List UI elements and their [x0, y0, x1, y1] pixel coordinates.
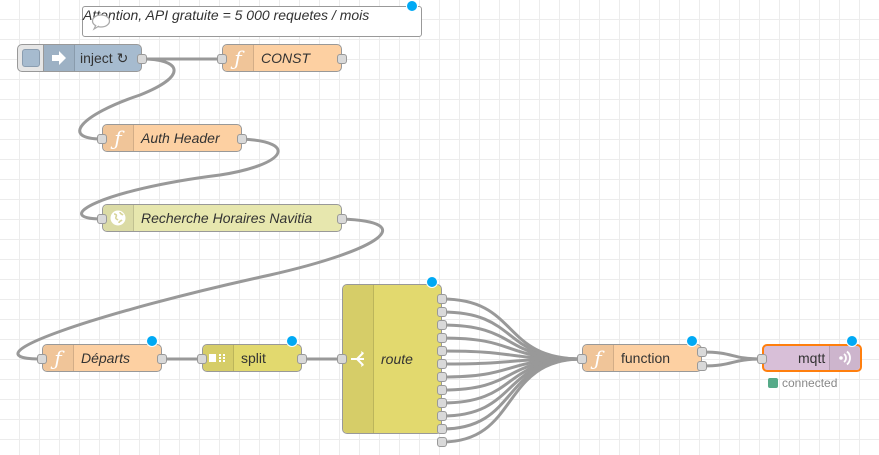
input-port[interactable] — [97, 214, 107, 224]
output-port[interactable] — [437, 346, 447, 356]
input-port[interactable] — [337, 354, 347, 364]
comment-node[interactable]: Attention, API gratuite = 5 000 requetes… — [82, 6, 422, 37]
output-port[interactable] — [437, 424, 447, 434]
wire[interactable] — [441, 357, 583, 444]
output-port[interactable] — [437, 437, 447, 447]
http-request-node[interactable]: Recherche Horaires Navitia — [102, 204, 342, 232]
output-port[interactable] — [437, 398, 447, 408]
function-icon: ƒ — [103, 125, 134, 151]
mqtt-out-node[interactable]: mqtt — [762, 344, 862, 372]
globe-icon — [103, 205, 134, 231]
split-icon — [203, 345, 234, 371]
node-label: split — [241, 350, 266, 366]
wire[interactable] — [78, 57, 176, 141]
status-dot-icon — [768, 378, 778, 388]
input-port[interactable] — [217, 54, 227, 64]
comment-text: Attention, API gratuite = 5 000 requetes… — [83, 7, 370, 23]
input-port[interactable] — [577, 354, 587, 364]
input-port[interactable] — [197, 354, 207, 364]
node-label: CONST — [261, 50, 310, 66]
function-icon: ƒ — [223, 45, 254, 71]
output-port[interactable] — [437, 411, 447, 421]
changed-indicator — [286, 335, 298, 347]
output-port[interactable] — [297, 354, 307, 364]
output-port[interactable] — [337, 214, 347, 224]
node-label: mqtt — [798, 350, 826, 366]
function-node[interactable]: ƒ function — [582, 344, 702, 372]
output-port[interactable] — [437, 372, 447, 382]
output-port[interactable] — [137, 54, 147, 64]
wire[interactable] — [701, 357, 763, 368]
node-label: inject ↻ — [80, 49, 129, 67]
wire[interactable] — [441, 357, 583, 431]
input-port[interactable] — [757, 354, 767, 364]
inject-trigger-button[interactable] — [17, 44, 45, 72]
split-node[interactable]: split — [202, 344, 302, 372]
route-icon — [343, 285, 374, 433]
changed-indicator — [406, 0, 418, 12]
auth-header-node[interactable]: ƒ Auth Header — [102, 124, 242, 152]
output-port[interactable] — [337, 54, 347, 64]
const-node[interactable]: ƒ CONST — [222, 44, 342, 72]
changed-indicator — [686, 335, 698, 347]
node-label: Départs — [81, 350, 131, 366]
arrow-right-icon — [44, 45, 75, 71]
node-label: Recherche Horaires Navitia — [141, 210, 313, 226]
node-label: function — [621, 350, 671, 366]
node-label: route — [381, 351, 413, 367]
output-port[interactable] — [157, 354, 167, 364]
output-port[interactable] — [697, 361, 707, 371]
departs-node[interactable]: ƒ Départs — [42, 344, 162, 372]
inject-node[interactable]: inject ↻ — [43, 44, 142, 72]
output-port[interactable] — [437, 333, 447, 343]
output-port[interactable] — [437, 307, 447, 317]
speech-bubble-icon — [91, 13, 111, 36]
broadcast-icon — [829, 346, 860, 370]
function-icon: ƒ — [43, 345, 74, 371]
output-port[interactable] — [697, 347, 707, 357]
output-port[interactable] — [437, 359, 447, 369]
node-label: Auth Header — [141, 130, 220, 146]
changed-indicator — [146, 335, 158, 347]
wire[interactable] — [80, 137, 280, 221]
output-port[interactable] — [437, 320, 447, 330]
wire[interactable] — [16, 217, 384, 361]
output-port[interactable] — [237, 134, 247, 144]
status-text: connected — [782, 376, 838, 390]
output-port[interactable] — [437, 294, 447, 304]
output-port[interactable] — [437, 385, 447, 395]
node-status: connected — [768, 376, 837, 390]
input-port[interactable] — [37, 354, 47, 364]
changed-indicator — [426, 276, 438, 288]
function-icon: ƒ — [583, 345, 614, 371]
changed-indicator — [846, 335, 858, 347]
input-port[interactable] — [97, 134, 107, 144]
route-switch-node[interactable]: route — [342, 284, 442, 434]
